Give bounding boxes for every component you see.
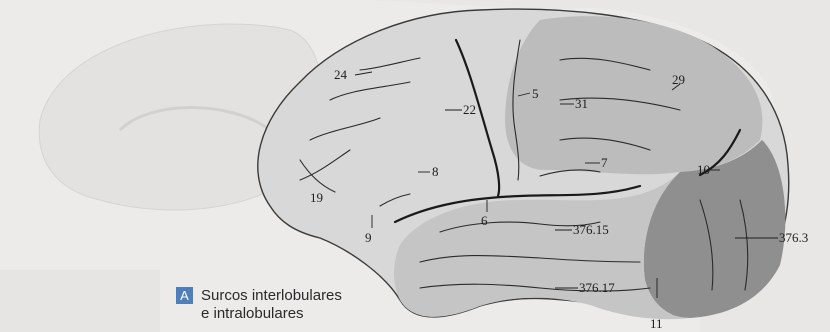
label-22: 22 [463,102,476,117]
label-6: 6 [481,213,488,228]
label-8: 8 [432,164,439,179]
legend-line-2: e intralobulares [201,305,342,323]
label-376-3: 376.3 [779,230,808,245]
legend: A Surcos interlobulares e intralobulares [176,287,416,323]
label-9: 9 [365,230,372,245]
label-29: 29 [672,72,685,87]
label-24: 24 [334,67,348,82]
legend-line-1: Surcos interlobulares [201,287,342,305]
label-10: 10 [697,162,710,177]
label-7: 7 [601,155,608,170]
label-376-15: 376.15 [573,222,609,237]
label-31: 31 [575,96,588,111]
label-19: 19 [310,190,323,205]
label-376-17: 376.17 [579,280,615,295]
label-5: 5 [532,86,539,101]
legend-letter-badge: A [176,287,193,304]
label-11: 11 [650,316,663,331]
legend-caption: Surcos interlobulares e intralobulares [201,287,342,323]
